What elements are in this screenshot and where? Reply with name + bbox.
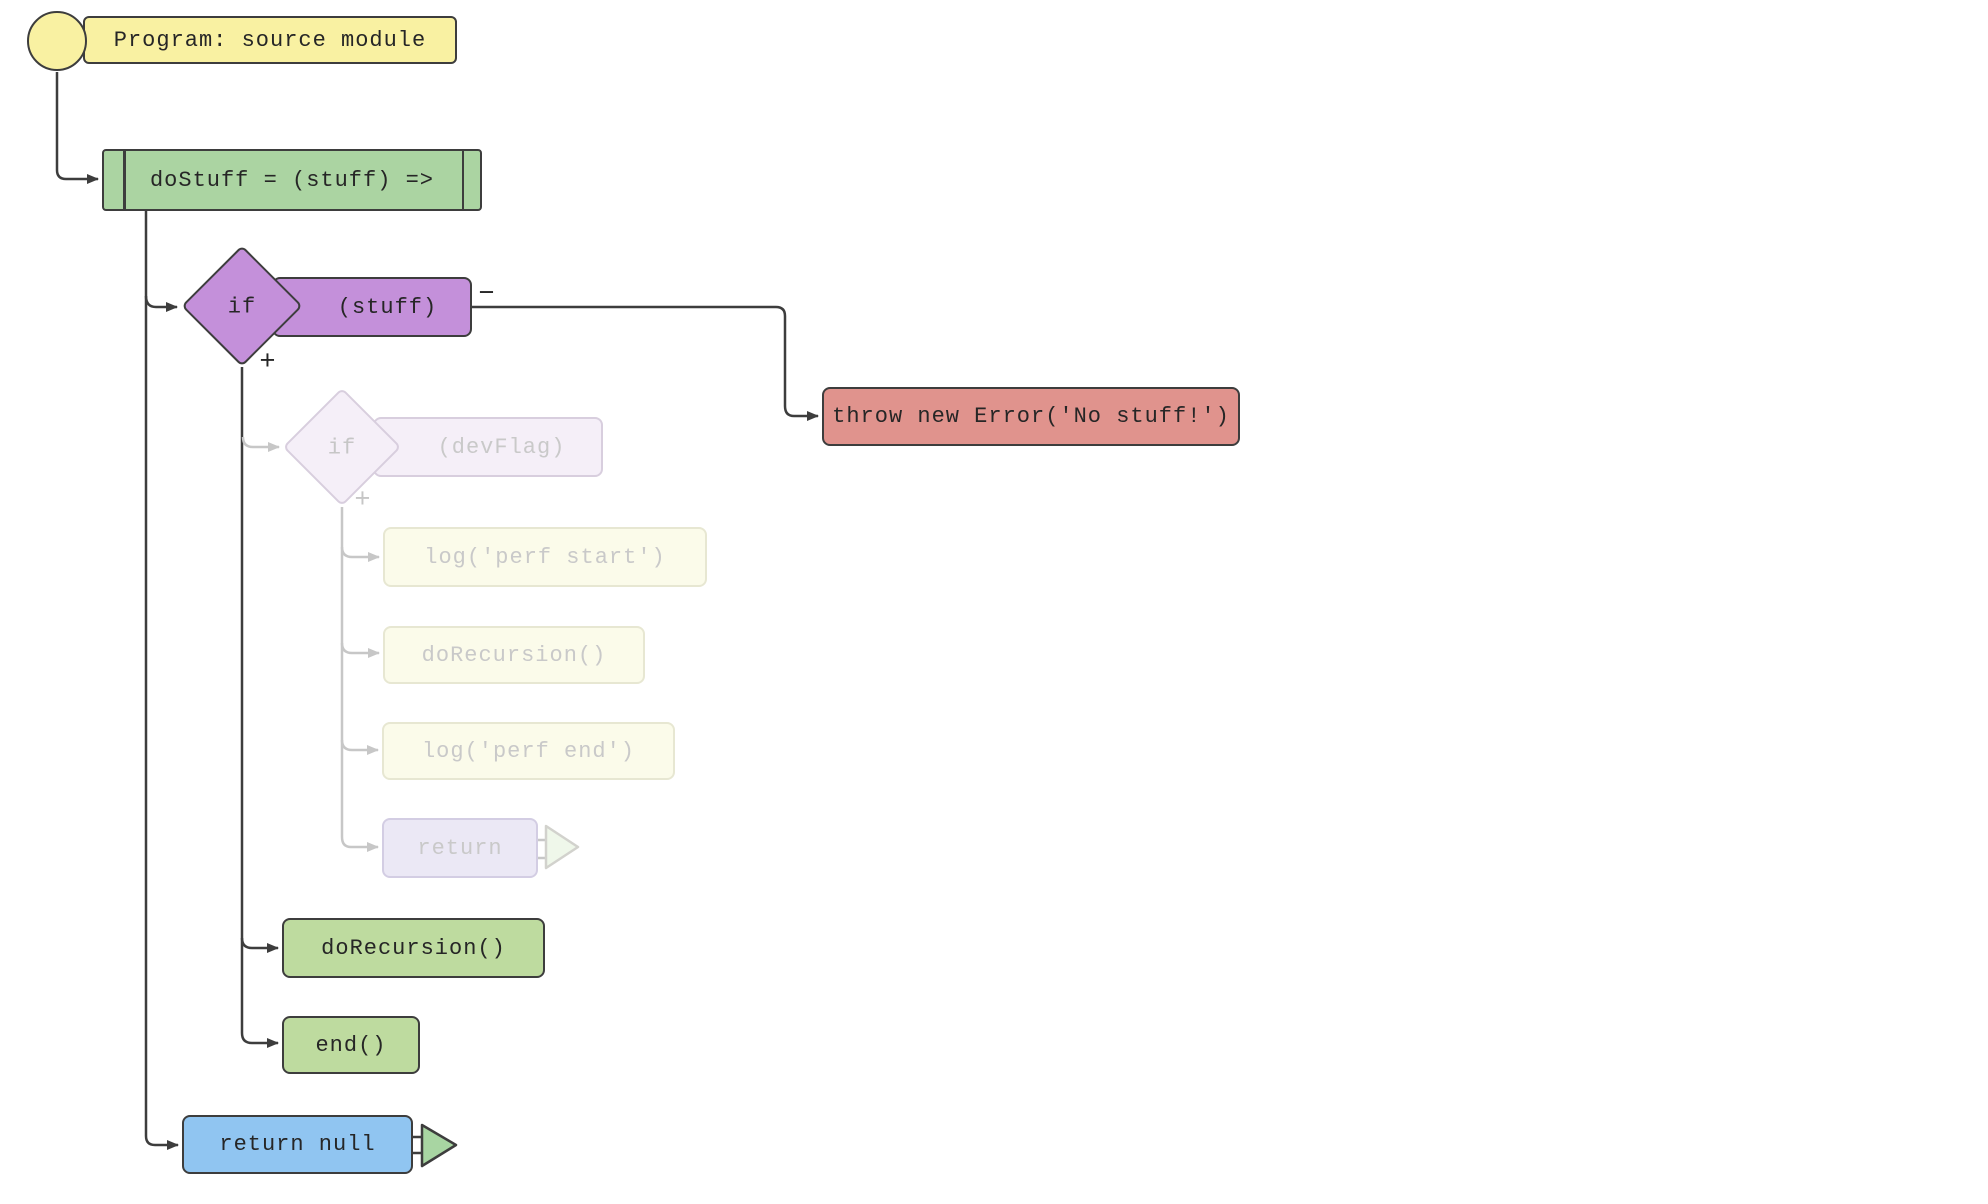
node-if-stuff-condition: (stuff) — [272, 277, 472, 337]
edge-if-stuff-to-if-devflag-faded — [241, 436, 280, 452]
edge-if-stuff-negative-to-throw — [472, 305, 819, 421]
positive-branch-label: + — [259, 348, 277, 378]
edge-if-stuff-to-end — [240, 367, 279, 1048]
node-dorecursion: doRecursion() — [282, 918, 545, 978]
node-dorecursion-faded: doRecursion() — [383, 626, 645, 684]
edge-function-to-if-stuff — [144, 295, 178, 312]
edge-if-devflag-to-perf-start-faded — [340, 546, 380, 562]
edge-if-devflag-to-dorecursion-faded — [340, 642, 380, 658]
node-if-devflag-condition: (devFlag) — [373, 417, 603, 477]
node-program: Program: source module — [83, 16, 457, 64]
node-return-null: return null — [182, 1115, 413, 1174]
dorecursion-faded-label: doRecursion() — [421, 642, 607, 668]
edge-if-devflag-to-return-faded — [340, 507, 379, 852]
if-devflag-keyword: if — [327, 435, 357, 461]
edge-if-stuff-to-dorecursion — [240, 937, 279, 953]
node-log-perf-end-faded: log('perf end') — [382, 722, 675, 780]
edge-start-to-function — [55, 72, 99, 184]
negative-branch-label: − — [478, 280, 496, 310]
node-log-perf-start-faded: log('perf start') — [383, 527, 707, 587]
node-function-dostuff: doStuff = (stuff) => — [102, 149, 482, 211]
if-stuff-condition-label: (stuff) — [337, 294, 438, 320]
node-throw-error: throw new Error('No stuff!') — [822, 387, 1240, 446]
edge-function-to-return-null — [144, 211, 179, 1150]
return-null-label: return null — [219, 1132, 376, 1157]
node-end-call: end() — [282, 1016, 420, 1074]
function-label: doStuff = (stuff) => — [149, 167, 435, 193]
return-pointer-icon — [544, 824, 580, 870]
log-perf-end-label: log('perf end') — [421, 738, 636, 764]
dorecursion-label: doRecursion() — [321, 935, 506, 961]
return-faded-label: return — [417, 835, 503, 861]
if-devflag-condition-label: (devFlag) — [437, 434, 566, 460]
end-call-label: end() — [315, 1032, 387, 1058]
edge-if-devflag-to-perf-end-faded — [340, 739, 379, 755]
return-null-pointer-icon — [420, 1123, 458, 1168]
throw-error-label: throw new Error('No stuff!') — [832, 404, 1230, 429]
if-stuff-keyword: if — [227, 294, 257, 320]
node-return-faded: return — [382, 818, 538, 878]
start-circle-icon — [27, 11, 87, 71]
log-perf-start-label: log('perf start') — [424, 544, 666, 570]
positive-branch-label-faded: + — [354, 486, 372, 516]
program-label: Program: source module — [113, 27, 427, 53]
